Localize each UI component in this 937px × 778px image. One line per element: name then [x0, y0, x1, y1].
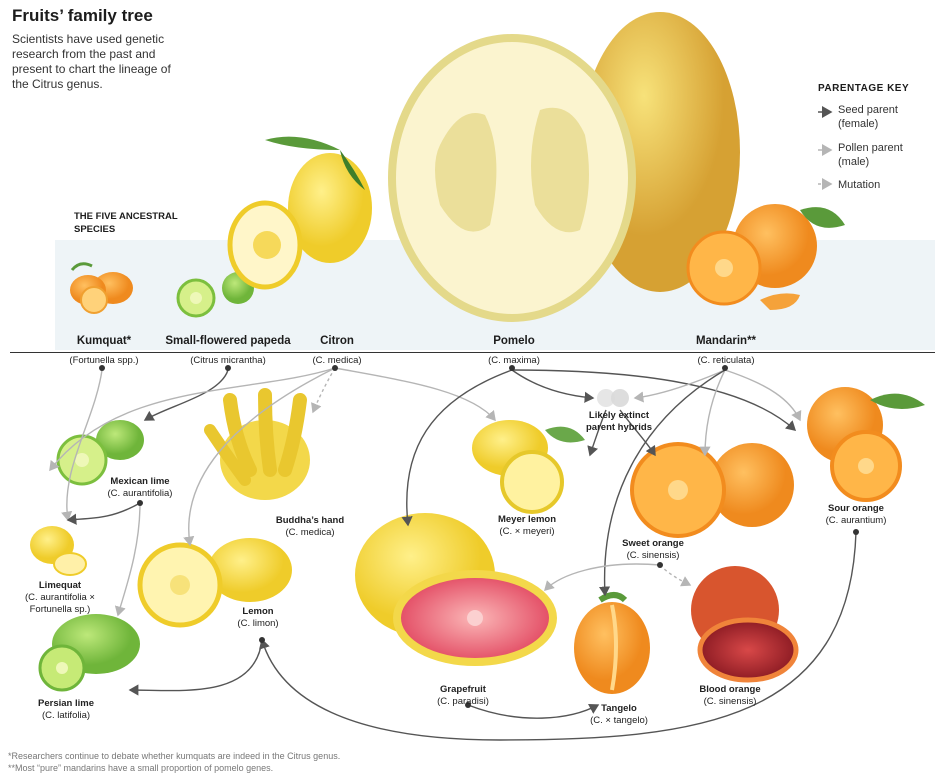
ancestral-species-heading: THE FIVE ANCESTRAL SPECIES [74, 210, 204, 236]
sour-orange-sci: (C. aurantium) [826, 515, 887, 527]
meyer-lemon-illustration [472, 420, 585, 512]
grapefruit-sci: (C. paradisi) [437, 696, 489, 708]
key-mutation: Mutation [838, 178, 880, 192]
species-name-citron: Citron [320, 335, 354, 347]
label-grapefruit: Grapefruit (C. paradisi) [437, 684, 489, 708]
grapefruit-name: Grapefruit [437, 684, 489, 696]
lemon-name: Lemon [237, 606, 278, 618]
species-sci-mandarin: (C. reticulata) [697, 355, 754, 366]
label-tangelo: Tangelo (C. × tangelo) [590, 703, 648, 727]
mexican-lime-name: Mexican lime [108, 476, 173, 488]
species-name-pomelo: Pomelo [493, 335, 535, 347]
species-sci-kumquat: (Fortunella spp.) [69, 355, 138, 366]
persian-lime-sci: (C. latifolia) [38, 710, 94, 722]
species-name-kumquat: Kumquat* [77, 335, 131, 347]
label-limequat: Limequat (C. aurantifolia × Fortunella s… [25, 580, 95, 616]
sweet-orange-sci: (C. sinensis) [622, 550, 684, 562]
species-baseline [10, 352, 935, 353]
buddhas-hand-illustration [210, 395, 310, 500]
parentage-key-title: PARENTAGE KEY [818, 83, 909, 94]
sweet-orange-name: Sweet orange [622, 538, 684, 550]
label-sour-orange: Sour orange (C. aurantium) [826, 503, 887, 527]
key-arrows [818, 112, 831, 184]
label-meyer-lemon: Meyer lemon (C. × meyeri) [498, 514, 556, 538]
species-name-papeda: Small-flowered papeda [165, 335, 290, 347]
label-mexican-lime: Mexican lime (C. aurantifolia) [108, 476, 173, 500]
label-lemon: Lemon (C. limon) [237, 606, 278, 630]
parent-hybrids-icon [597, 389, 629, 407]
sour-orange-name: Sour orange [826, 503, 887, 515]
label-persian-lime: Persian lime (C. latifolia) [38, 698, 94, 722]
blood-orange-name: Blood orange [699, 684, 760, 696]
tangelo-illustration [574, 595, 650, 694]
subtitle: Scientists have used genetic research fr… [12, 32, 190, 92]
persian-lime-name: Persian lime [38, 698, 94, 710]
key-pollen-parent: Pollen parent (male) [838, 141, 918, 169]
footnote-mandarin: **Most “pure” mandarins have a small pro… [8, 763, 273, 773]
limequat-sci2: Fortunella sp.) [25, 604, 95, 616]
limequat-illustration [30, 526, 86, 575]
meyer-lemon-name: Meyer lemon [498, 514, 556, 526]
species-sci-pomelo: (C. maxima) [488, 355, 540, 366]
limequat-sci: (C. aurantifolia × [25, 592, 95, 604]
limequat-name: Limequat [25, 580, 95, 592]
mexican-lime-sci: (C. aurantifolia) [108, 488, 173, 500]
meyer-lemon-sci: (C. × meyeri) [498, 526, 556, 538]
key-seed-parent: Seed parent (female) [838, 103, 918, 131]
label-blood-orange: Blood orange (C. sinensis) [699, 684, 760, 708]
persian-lime-illustration [40, 614, 140, 690]
species-sci-papeda: (Citrus micrantha) [190, 355, 266, 366]
label-parent-hybrids: Likely extinct parent hybrids [586, 410, 652, 434]
label-buddhas-hand: Buddha’s hand (C. medica) [276, 515, 344, 539]
species-name-mandarin: Mandarin** [696, 335, 756, 347]
tangelo-sci: (C. × tangelo) [590, 715, 648, 727]
sweet-orange-illustration [632, 443, 794, 536]
blood-orange-sci: (C. sinensis) [699, 696, 760, 708]
tangelo-name: Tangelo [590, 703, 648, 715]
blood-orange-illustration [691, 566, 796, 680]
parent-hybrids-name: Likely extinct [586, 410, 652, 422]
footnote-kumquat: *Researchers continue to debate whether … [8, 751, 340, 761]
parent-hybrids-sci: parent hybrids [586, 422, 652, 434]
buddhas-hand-name: Buddha’s hand [276, 515, 344, 527]
buddhas-hand-sci: (C. medica) [276, 527, 344, 539]
label-sweet-orange: Sweet orange (C. sinensis) [622, 538, 684, 562]
page-title: Fruits’ family tree [12, 6, 153, 26]
species-sci-citron: (C. medica) [312, 355, 361, 366]
sour-orange-illustration [807, 387, 925, 500]
lemon-sci: (C. limon) [237, 618, 278, 630]
